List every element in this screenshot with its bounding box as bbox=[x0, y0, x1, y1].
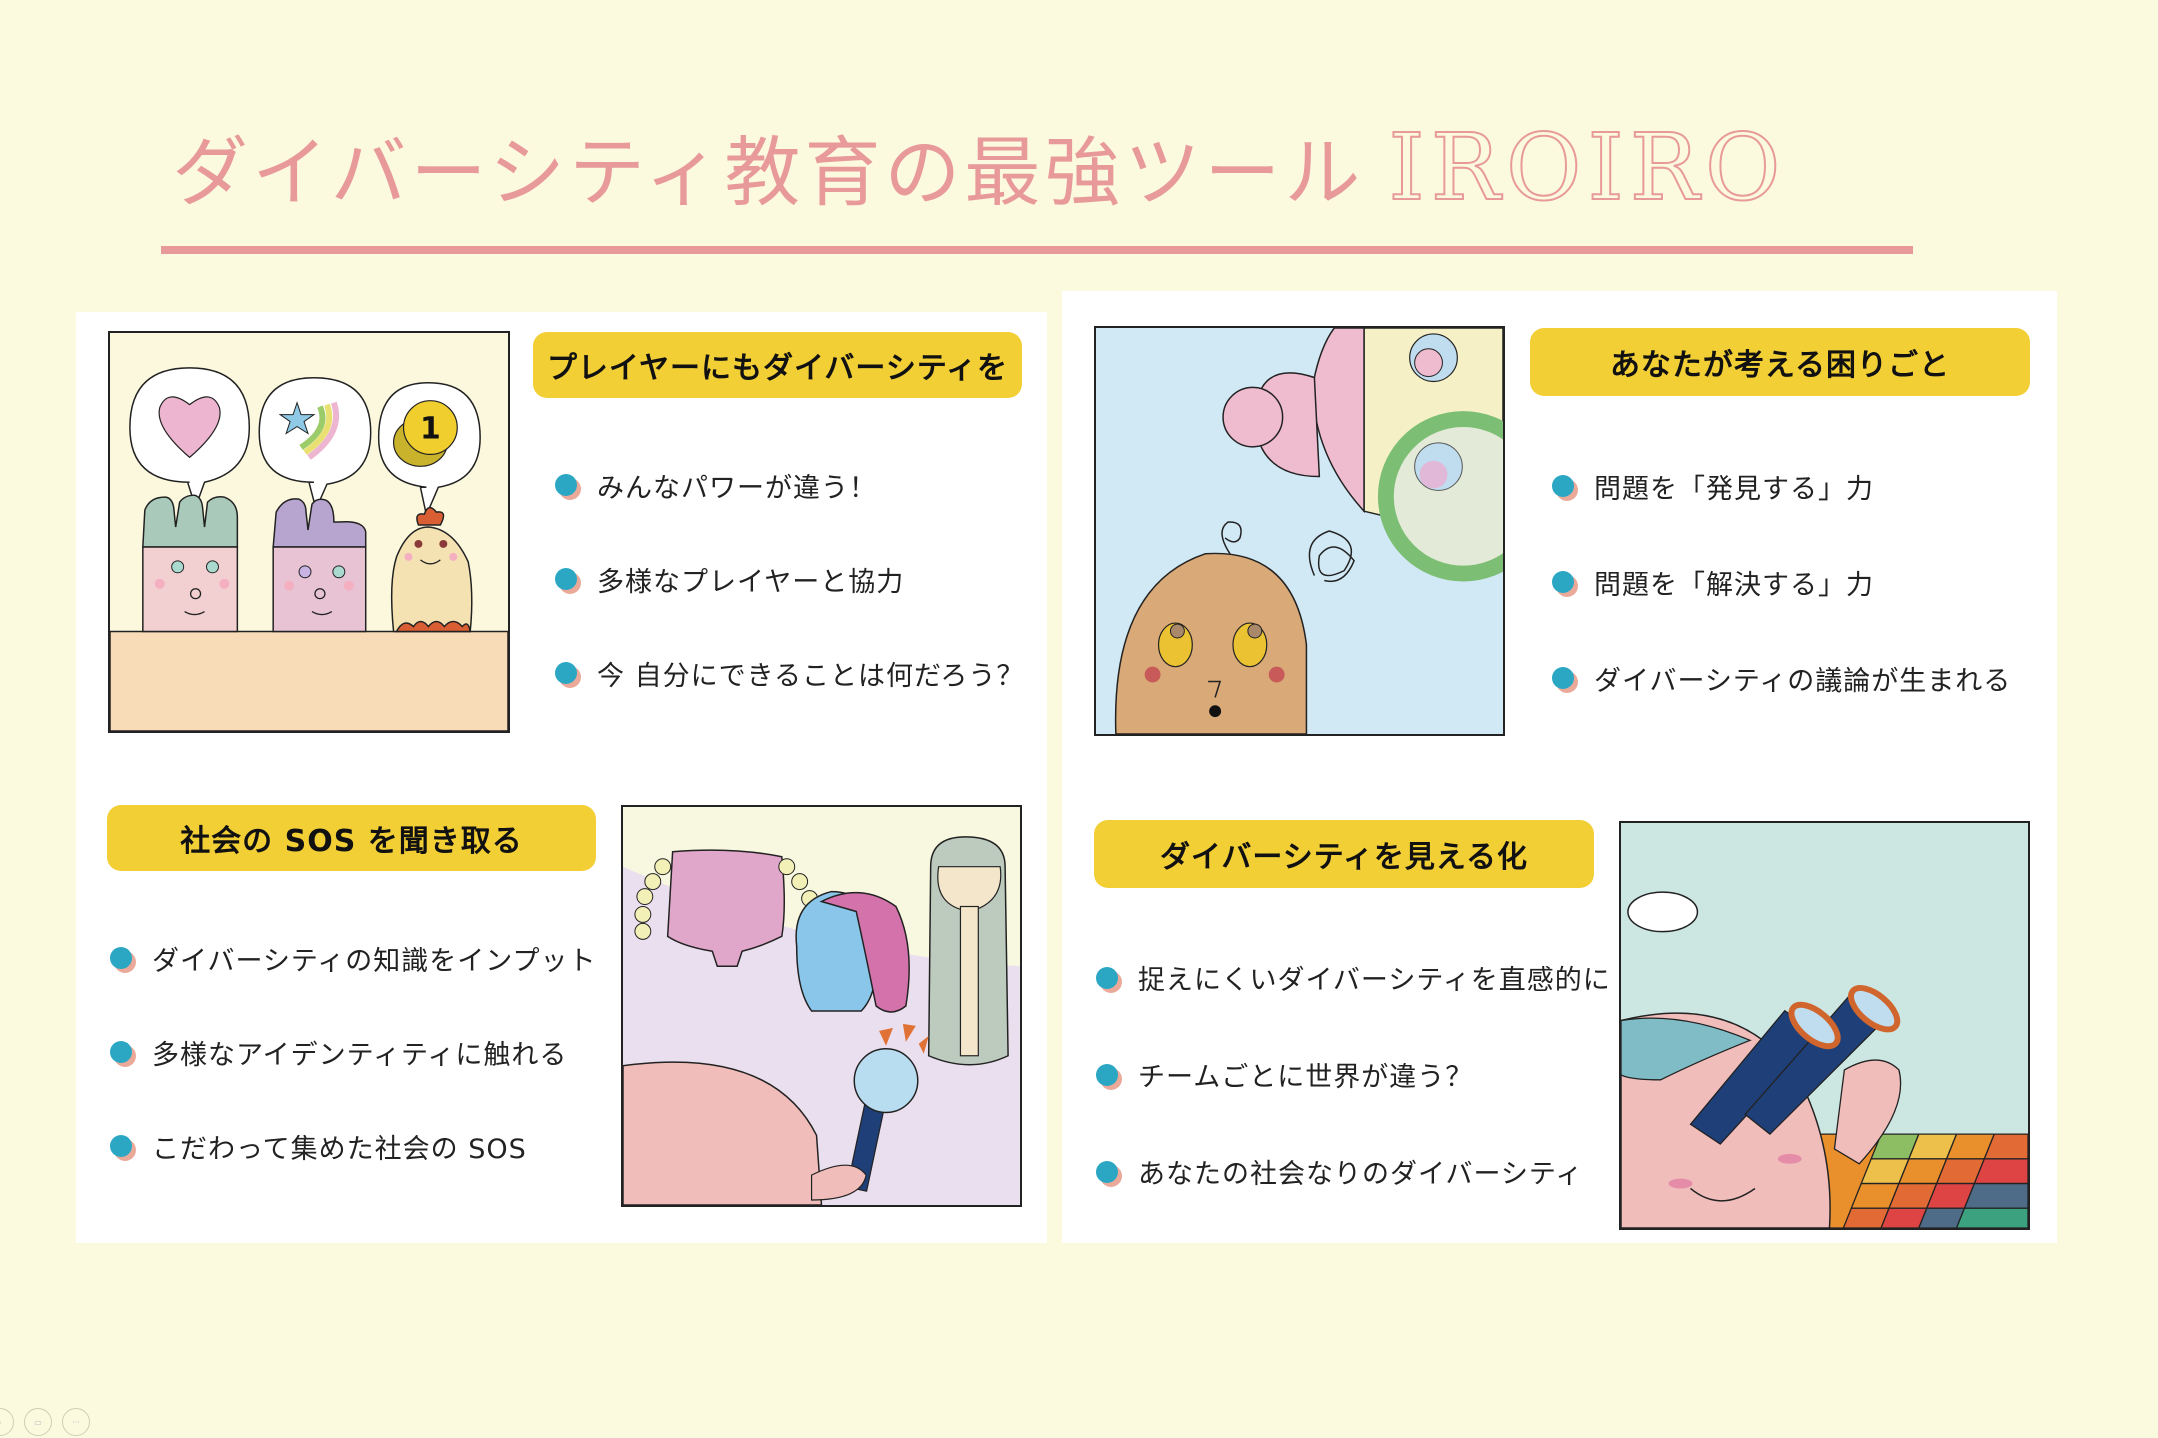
bullet-dot-icon bbox=[555, 662, 581, 688]
svg-text:1: 1 bbox=[420, 411, 441, 446]
bullet-dot-icon bbox=[1552, 475, 1578, 501]
list-item: あなたの社会なりのダイバーシティ bbox=[1096, 1123, 1611, 1220]
bullet-dot-icon bbox=[110, 947, 136, 973]
list-item: ダイバーシティの議論が生まれる bbox=[1552, 630, 2011, 726]
list-item: ダイバーシティの知識をインプット bbox=[110, 911, 597, 1005]
bullet-dot-icon bbox=[555, 568, 581, 594]
binoculars-illustration-icon bbox=[1621, 823, 2028, 1228]
illustration-binoculars bbox=[1619, 821, 2030, 1230]
bullet-dot-icon bbox=[1096, 966, 1122, 993]
list-item: 問題を「発見する」力 bbox=[1552, 438, 2011, 534]
section-header-sos: 社会の SOS を聞き取る bbox=[107, 805, 596, 871]
players-illustration-icon: 1 bbox=[110, 333, 508, 731]
bullet-list-players: みんなパワーが違う！ 多様なプレイヤーと協力 今 自分にできることは何だろう？ bbox=[555, 438, 1024, 720]
list-item: 多様なアイデンティティに触れる bbox=[110, 1005, 597, 1099]
bullet-list-problems: 問題を「発見する」力 問題を「解決する」力 ダイバーシティの議論が生まれる bbox=[1552, 438, 2011, 726]
magnifier-illustration-icon bbox=[1096, 328, 1503, 734]
list-item: みんなパワーが違う！ bbox=[555, 438, 1024, 532]
bullet-dot-icon bbox=[1552, 667, 1578, 693]
list-item: 今 自分にできることは何だろう？ bbox=[555, 626, 1024, 720]
list-item: チームごとに世界が違う？ bbox=[1096, 1026, 1611, 1123]
bullet-dot-icon bbox=[1096, 1063, 1122, 1090]
bullet-dot-icon bbox=[110, 1041, 136, 1067]
illustration-interview bbox=[621, 805, 1022, 1207]
list-item: 捉えにくいダイバーシティを直感的に bbox=[1096, 929, 1611, 1026]
brand-logo-text: IROIRO bbox=[1387, 114, 1787, 221]
more-icon[interactable]: ··· bbox=[62, 1408, 90, 1436]
section-header-players: プレイヤーにもダイバーシティを bbox=[533, 332, 1022, 398]
bullet-dot-icon bbox=[555, 474, 581, 500]
title-underline bbox=[161, 246, 1913, 254]
prev-icon[interactable]: ‹ bbox=[0, 1408, 14, 1436]
bullet-list-sos: ダイバーシティの知識をインプット 多様なアイデンティティに触れる こだわって集め… bbox=[110, 911, 597, 1193]
slide-controls: ‹ ▭ ··· bbox=[0, 1408, 90, 1436]
section-header-problems: あなたが考える困りごと bbox=[1530, 328, 2030, 396]
illustration-magnifier bbox=[1094, 326, 1505, 736]
bullet-dot-icon bbox=[110, 1135, 136, 1161]
slides-icon[interactable]: ▭ bbox=[24, 1408, 52, 1436]
section-header-visualize: ダイバーシティを見える化 bbox=[1094, 820, 1594, 888]
illustration-players: 1 bbox=[108, 331, 510, 733]
list-item: こだわって集めた社会の SOS bbox=[110, 1099, 597, 1193]
interview-illustration-icon bbox=[623, 807, 1020, 1205]
bullet-dot-icon bbox=[1552, 571, 1578, 597]
bullet-dot-icon bbox=[1096, 1160, 1122, 1187]
list-item: 多様なプレイヤーと協力 bbox=[555, 532, 1024, 626]
title-main: ダイバーシティ教育の最強ツール bbox=[172, 128, 1365, 217]
list-item: 問題を「解決する」力 bbox=[1552, 534, 2011, 630]
bullet-list-visualize: 捉えにくいダイバーシティを直感的に チームごとに世界が違う？ あなたの社会なりの… bbox=[1096, 929, 1611, 1220]
